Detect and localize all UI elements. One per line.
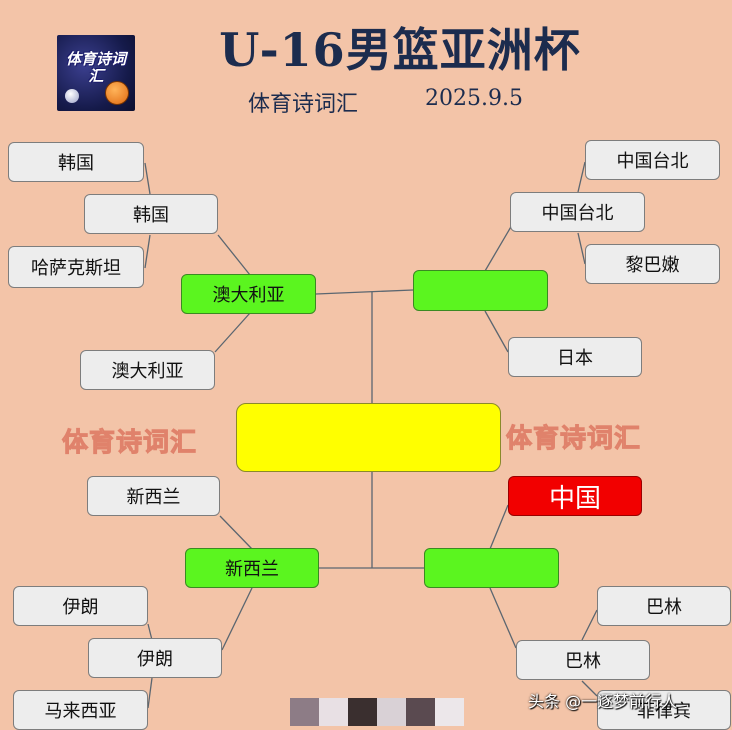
page-title: U-16男篮亚洲杯 (219, 23, 581, 77)
team-box-iran-r2: 伊朗 (88, 638, 222, 678)
team-box-japan: 日本 (508, 337, 642, 377)
semifinal-box-australia: 澳大利亚 (181, 274, 316, 314)
team-box-korea-r2: 韩国 (84, 194, 218, 234)
date: 2025.9.5 (425, 86, 523, 111)
team-box-kazakhstan: 哈萨克斯坦 (8, 246, 144, 288)
team-box-iran-r1: 伊朗 (13, 586, 148, 626)
semifinal-box-new-zealand: 新西兰 (185, 548, 319, 588)
team-box-chinese-taipei-r1: 中国台北 (585, 140, 720, 180)
logo: 体育诗词汇 (57, 35, 135, 111)
team-box-bahrain-r2: 巴林 (516, 640, 650, 680)
logo-text: 体育诗词汇 (65, 50, 126, 85)
watermark-right: 体育诗词汇 (505, 424, 642, 455)
semifinal-box-right-bottom (424, 548, 559, 588)
team-box-lebanon: 黎巴嫩 (585, 244, 720, 284)
team-box-philippines: 菲律宾 (597, 690, 731, 730)
team-box-australia-r2: 澳大利亚 (80, 350, 215, 390)
team-box-bahrain-r1: 巴林 (597, 586, 731, 626)
ball-icon (65, 89, 79, 103)
semifinal-box-right-top (413, 270, 548, 311)
team-box-new-zealand-r2: 新西兰 (87, 476, 220, 516)
team-box-korea-r1: 韩国 (8, 142, 144, 182)
author-credit: 头条 @一逐梦前行人 (528, 692, 678, 711)
basketball-icon (105, 81, 129, 105)
blurred-strip (290, 698, 464, 726)
subtitle: 体育诗词汇 (248, 92, 359, 117)
watermark-left: 体育诗词汇 (61, 428, 198, 459)
team-box-china: 中国 (508, 476, 642, 516)
final-box (236, 403, 501, 472)
team-box-malaysia: 马来西亚 (13, 690, 148, 730)
team-box-chinese-taipei-r2: 中国台北 (510, 192, 645, 232)
